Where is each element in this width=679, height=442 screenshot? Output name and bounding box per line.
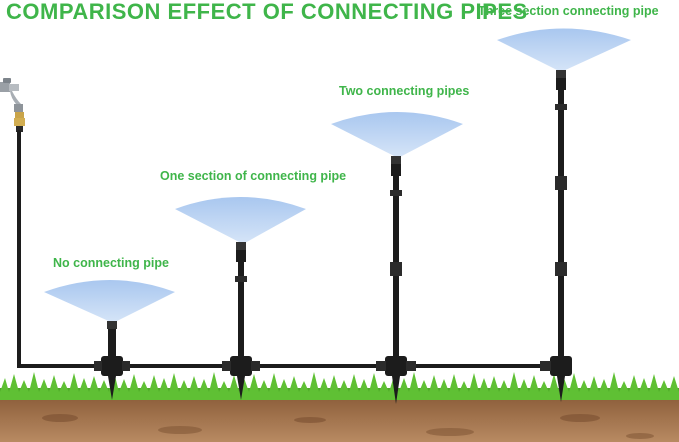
spray-cone bbox=[44, 280, 175, 323]
ground-stake bbox=[237, 376, 245, 400]
page-title: COMPARISON EFFECT OF CONNECTING PIPES bbox=[6, 0, 528, 24]
sprinkler-column-two bbox=[331, 112, 463, 404]
sprinkler-nozzle-icon bbox=[391, 156, 401, 164]
label-three-section-pipe: Three section connecting pipe bbox=[478, 4, 659, 18]
label-no-connecting-pipe: No connecting pipe bbox=[53, 256, 169, 270]
sprinkler-column-three bbox=[497, 28, 631, 402]
sprinkler-nozzle-icon bbox=[107, 321, 117, 329]
spray-cone bbox=[175, 197, 306, 244]
soil-ground bbox=[0, 396, 679, 442]
label-two-connecting-pipes: Two connecting pipes bbox=[339, 84, 470, 98]
pipe-network bbox=[17, 130, 570, 368]
grass-strip bbox=[0, 372, 679, 400]
spray-cone bbox=[331, 112, 463, 158]
sprinkler-column-one bbox=[175, 197, 306, 400]
faucet-icon bbox=[0, 78, 25, 132]
sprinkler-column-none bbox=[44, 280, 175, 400]
label-one-section-pipe: One section of connecting pipe bbox=[160, 169, 347, 183]
sprinkler-nozzle-icon bbox=[236, 242, 246, 250]
ground-stake bbox=[108, 376, 116, 400]
sprinkler-nozzle-icon bbox=[556, 70, 566, 78]
ground-stake bbox=[557, 376, 565, 402]
spray-cone bbox=[497, 28, 631, 72]
ground-stake bbox=[392, 376, 400, 404]
